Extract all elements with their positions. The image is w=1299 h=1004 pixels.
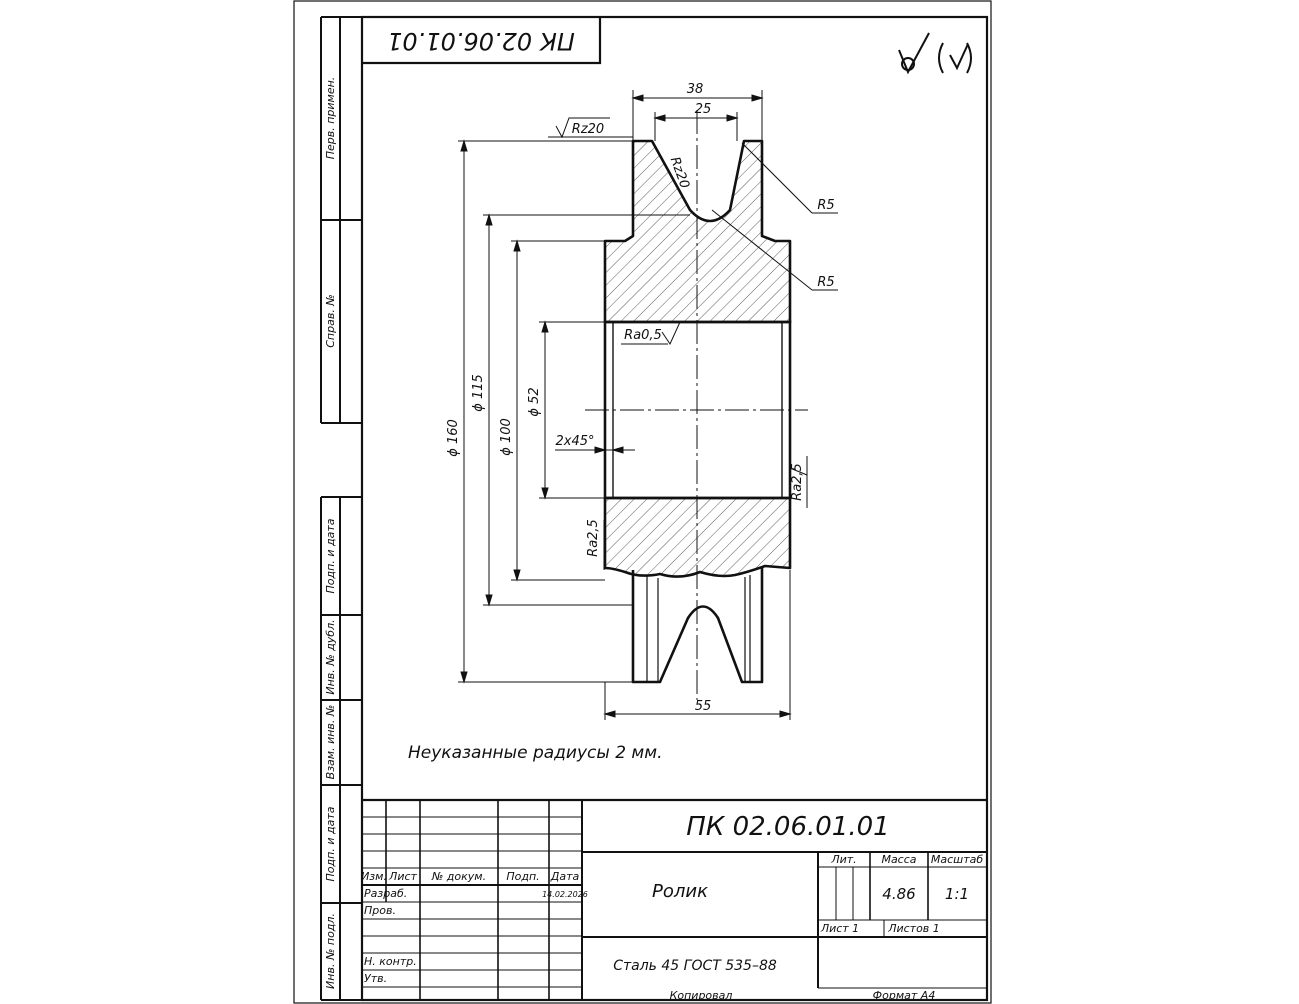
part-section bbox=[585, 110, 808, 700]
rotated-code-text: ПК 02.06.01.01 bbox=[387, 27, 575, 55]
date-value: 14.02.2026 bbox=[542, 890, 588, 899]
left-margin-top bbox=[320, 16, 362, 424]
roughness-rz20-left: Rz20 bbox=[572, 122, 604, 137]
listov-label: Листов 1 bbox=[887, 922, 940, 935]
left-margin-bottom bbox=[320, 496, 362, 1001]
general-note: Неуказанные радиусы 2 мм. bbox=[408, 743, 662, 763]
row-razrab: Разраб. bbox=[364, 887, 407, 900]
roughness-ra05: Ra0,5 bbox=[624, 328, 662, 343]
roughness-ra25-right: Ra2,5 bbox=[790, 463, 805, 501]
dim-55: 55 bbox=[695, 699, 712, 714]
margin-perv-primen: Перв. примен. bbox=[324, 77, 337, 160]
margin-podp-data-2: Подп. и дата bbox=[324, 806, 337, 881]
row-prov: Пров. bbox=[364, 904, 396, 917]
inner-frame bbox=[360, 15, 989, 1002]
dim-phi-100: ϕ 100 bbox=[499, 418, 514, 456]
row-utv: Утв. bbox=[364, 972, 387, 985]
col-list: Лист bbox=[388, 870, 417, 883]
margin-vzam-inv: Взам. инв. № bbox=[324, 705, 337, 780]
col-data: Дата bbox=[550, 870, 580, 883]
col-doc: № докум. bbox=[431, 870, 486, 883]
top-code-box: ПК 02.06.01.01 bbox=[362, 17, 602, 65]
margin-inv-dubl: Инв. № дубл. bbox=[324, 619, 337, 694]
row-nkontr: Н. контр. bbox=[364, 955, 417, 968]
title-block bbox=[362, 798, 987, 1000]
general-roughness-symbol bbox=[898, 32, 972, 75]
outer-sheet-border bbox=[293, 0, 992, 1004]
massa-value: 4.86 bbox=[882, 885, 915, 903]
dim-phi-160: ϕ 160 bbox=[446, 419, 461, 457]
kopiroval: Копировал bbox=[670, 989, 733, 1002]
lit-label: Лит. bbox=[830, 853, 856, 866]
dim-r5-top: R5 bbox=[817, 198, 834, 213]
dim-phi-115: ϕ 115 bbox=[471, 374, 486, 412]
massa-label: Масса bbox=[881, 853, 916, 866]
dim-r5-bottom: R5 bbox=[817, 275, 834, 290]
format-label: Формат А4 bbox=[873, 989, 936, 1002]
designation: ПК 02.06.01.01 bbox=[686, 812, 889, 842]
part-name: Ролик bbox=[652, 881, 708, 902]
material: Сталь 45 ГОСТ 535–88 bbox=[613, 958, 777, 974]
dim-25: 25 bbox=[695, 102, 712, 117]
col-podp: Подп. bbox=[506, 870, 539, 883]
masshtab-value: 1:1 bbox=[945, 885, 969, 903]
lower-view-outline bbox=[631, 568, 764, 684]
dim-phi-52: ϕ 52 bbox=[527, 387, 542, 416]
dimensions bbox=[458, 90, 838, 720]
col-izm: Изм. bbox=[361, 870, 387, 883]
list-label: Лист 1 bbox=[820, 922, 859, 935]
margin-podp-data-1: Подп. и дата bbox=[324, 518, 337, 593]
masshtab-label: Масштаб bbox=[931, 853, 983, 866]
dim-38: 38 bbox=[687, 82, 704, 97]
dim-chamfer: 2x45° bbox=[555, 434, 594, 449]
margin-inv-podl: Инв. № подл. bbox=[324, 913, 337, 989]
margin-sprav-no: Справ. № bbox=[324, 294, 337, 348]
roughness-ra25-left: Ra2,5 bbox=[586, 519, 601, 557]
